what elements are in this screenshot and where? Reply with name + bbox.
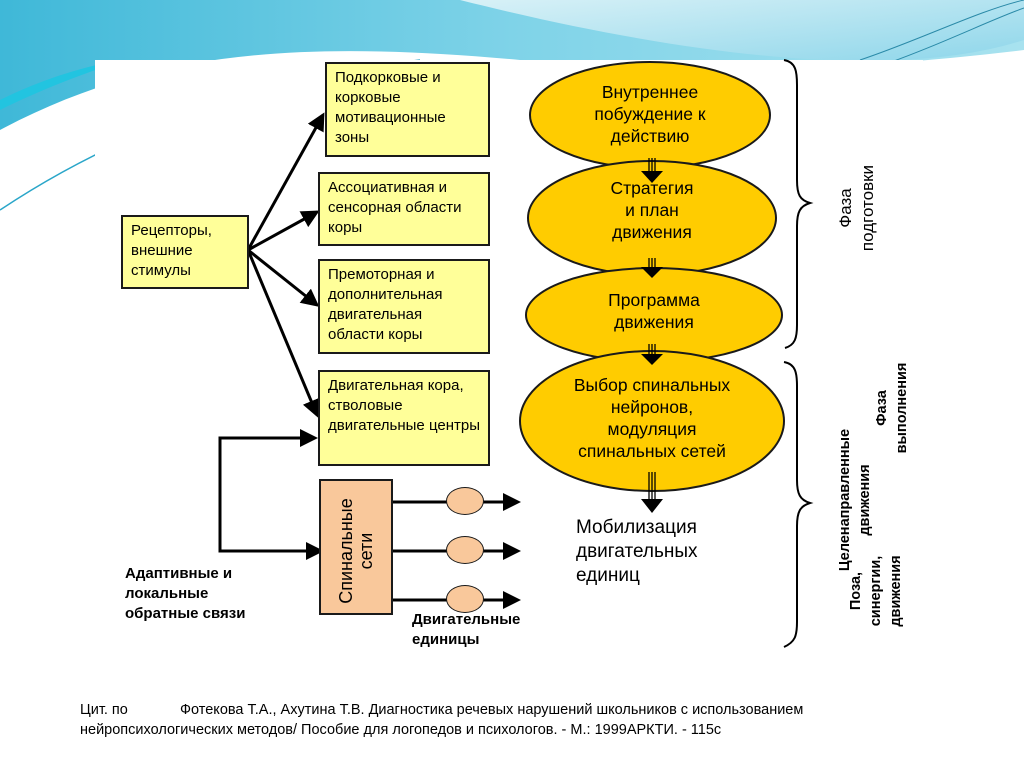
citation: Цит. по Фотекова Т.А., Ахутина Т.В. Диагн… (80, 700, 960, 740)
ellipse-1-line-3: действию (610, 126, 690, 146)
ellipse-2-line-2: и план (625, 200, 679, 220)
associative-sensory-text: Ассоциативная и сенсорная области коры (328, 179, 462, 236)
arrow-to-motor-cortex (246, 249, 320, 418)
mobilization-line-2: двигательных (576, 541, 698, 562)
ellipse-3-line-1: Программа (608, 290, 700, 310)
down-arrow-4 (641, 472, 663, 513)
brace-preparation (783, 59, 814, 349)
posture-line-1: Поза, (848, 571, 864, 611)
feedback-line-3: обратные связи (125, 605, 246, 622)
arrow-to-associative (247, 210, 320, 252)
mobilization-line-1: Мобилизация (576, 517, 697, 538)
down-arrow-1 (641, 158, 663, 183)
ellipse-4-line-1: Выбор спинальных (573, 375, 731, 395)
motor-units-label: Двигательные единицы (412, 610, 520, 650)
ellipse-4-line-2: нейронов, (610, 397, 694, 417)
motivational-zones-box: Подкорковые и корковые мотивационные зон… (325, 62, 490, 157)
phase-execution-line-2: выполнения (894, 362, 910, 454)
brace-execution (783, 361, 814, 648)
premotor-box: Премоторная и дополнительная двигательна… (318, 259, 490, 354)
motivational-zones-text: Подкорковые и корковые мотивационные зон… (335, 69, 446, 146)
associative-sensory-box: Ассоциативная и сенсорная области коры (318, 172, 490, 246)
phase-preparation-label: Фаза подготовки (835, 148, 881, 268)
ellipse-1-text: Внутреннее побуждение к действию (550, 81, 750, 147)
motor-unit-2 (446, 536, 484, 564)
spinal-line-2: сети (356, 532, 376, 570)
citation-prefix: Цит. по (80, 702, 128, 718)
phase-preparation-line-1: Фаза (836, 188, 855, 228)
ellipse-1-line-1: Внутреннее (601, 82, 699, 102)
spinal-networks-box (319, 479, 393, 615)
arrow-to-motivational (246, 112, 325, 251)
wave-accent (0, 62, 110, 110)
posture-line-2: синергии, (868, 555, 884, 627)
ellipse-1-line-2: побуждение к (594, 104, 706, 124)
motor-unit-1 (446, 487, 484, 515)
ellipse-4-line-3: модуляция (607, 419, 697, 439)
ellipse-2-text: Стратегия и план движения (552, 177, 752, 243)
mobilization-line-3: единиц (576, 565, 640, 586)
wave-line-2 (859, 0, 1024, 61)
receptors-box: Рецепторы, внешние стимулы (121, 215, 249, 289)
motor-units-line-2: единицы (412, 631, 480, 648)
premotor-text: Премоторная и дополнительная двигательна… (328, 266, 443, 343)
spinal-line-1: Спинальные (336, 498, 356, 604)
citation-line-1: Цит. по Фотекова Т.А., Ахутина Т.В. Диагн… (80, 700, 960, 720)
citation-text-1: Фотекова Т.А., Ахутина Т.В. Диагностика … (180, 702, 804, 718)
arrow-to-premotor (247, 248, 320, 307)
feedback-loop-line (218, 429, 321, 553)
top-right-wave (460, 0, 1024, 61)
posture-line-3: движения (888, 555, 904, 627)
wave-line-3 (879, 7, 1024, 67)
ellipse-2-line-3: движения (612, 222, 692, 242)
feedback-label: Адаптивные и локальные обратные связи (125, 564, 245, 624)
feedback-line-2: локальные (125, 585, 209, 602)
motor-units-line-1: Двигательные (412, 611, 521, 628)
ellipse-4-line-4: спинальных сетей (578, 441, 726, 461)
spinal-networks-label: Спинальные сети (336, 491, 376, 611)
phase-execution-label: Фаза выполнения (872, 353, 912, 463)
ellipse-3-line-2: движения (614, 312, 694, 332)
phase-preparation-line-2: подготовки (858, 164, 877, 252)
mobilization-text: Мобилизация двигательных единиц (576, 516, 698, 588)
ellipse-3-text: Программа движения (554, 289, 754, 333)
citation-text-2: нейропсихологических методов/ Пособие дл… (80, 722, 722, 738)
receptors-text: Рецепторы, внешние стимулы (131, 222, 212, 279)
phase-execution-line-1: Фаза (874, 390, 890, 426)
down-arrow-2 (641, 258, 663, 278)
ellipse-2-line-1: Стратегия (610, 178, 694, 198)
motor-cortex-box: Двигательная кора, стволовые двигательны… (318, 370, 490, 466)
posture-label: Поза, синергии, движения (846, 541, 908, 641)
ellipse-4-text: Выбор спинальных нейронов, модуляция спи… (542, 374, 762, 462)
motor-cortex-text: Двигательная кора, стволовые двигательны… (328, 377, 480, 434)
down-arrow-3 (641, 344, 663, 365)
motor-unit-3 (446, 585, 484, 613)
feedback-line-1: Адаптивные и (125, 565, 233, 582)
